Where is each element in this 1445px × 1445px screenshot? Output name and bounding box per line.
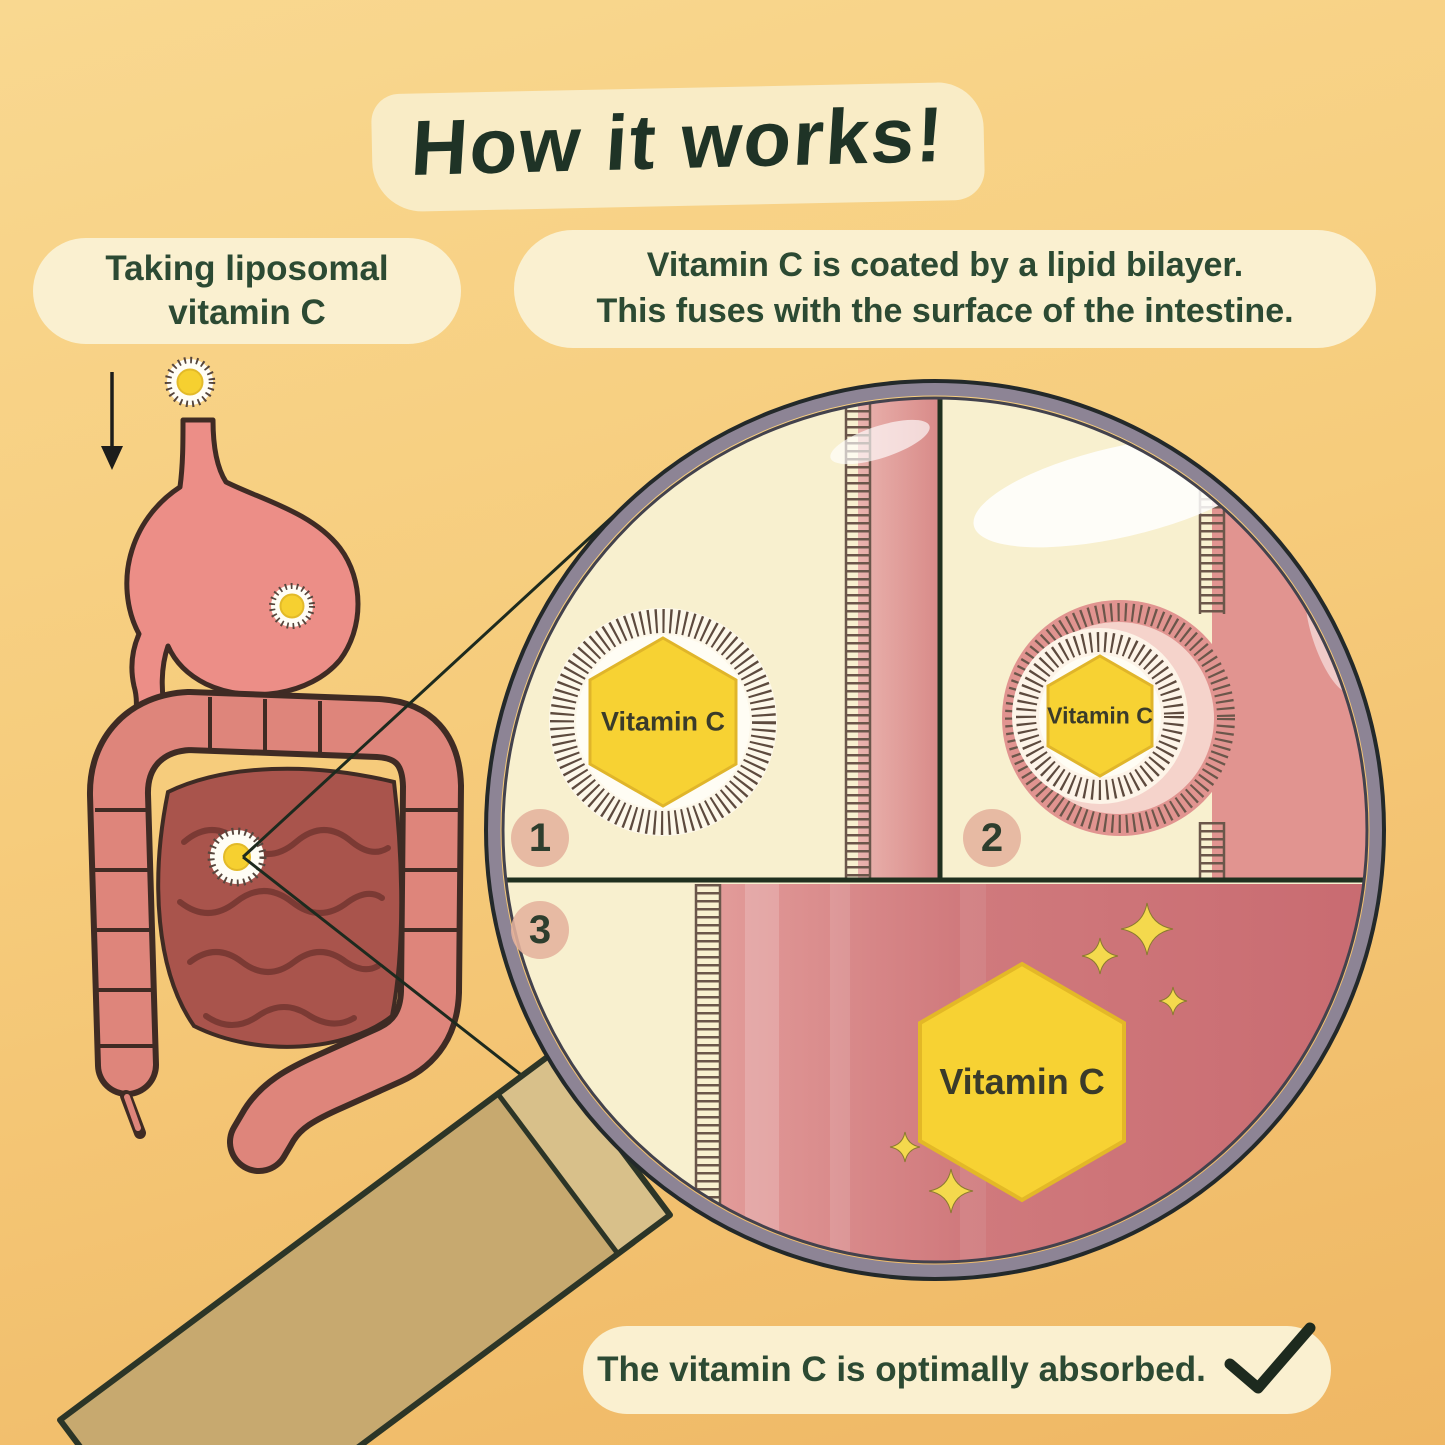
result-text: The vitamin C is optimally absorbed. bbox=[597, 1350, 1206, 1389]
digestive-tract-illustration bbox=[87, 417, 464, 1174]
panel-2-liposome bbox=[1012, 628, 1188, 804]
step1-line1: Taking liposomal bbox=[105, 249, 389, 289]
liposome-icon-free bbox=[164, 356, 216, 408]
step-number-3: 3 bbox=[528, 907, 552, 952]
magnifier-handle bbox=[57, 1052, 673, 1445]
step-number-1: 1 bbox=[528, 815, 552, 860]
panel-3-vitamin-hexagon bbox=[918, 961, 1126, 1203]
stomach-shape bbox=[124, 417, 361, 745]
liposome-icon-stomach bbox=[269, 583, 315, 629]
panel-1-liposome bbox=[549, 608, 777, 836]
down-arrow-icon bbox=[101, 372, 123, 470]
checkmark-icon bbox=[1224, 1322, 1316, 1394]
step1-bubble: Taking liposomal vitamin C bbox=[33, 238, 461, 344]
result-bubble: The vitamin C is optimally absorbed. bbox=[583, 1322, 1331, 1414]
step2-line1: Vitamin C is coated by a lipid bilayer. bbox=[646, 246, 1244, 285]
liposome-icon-intestine bbox=[207, 827, 267, 887]
vitamin-c-label-2: Vitamin C bbox=[1047, 702, 1153, 729]
step-number-2: 2 bbox=[980, 815, 1004, 860]
step-number-badge-1: 1 bbox=[511, 809, 569, 867]
vitamin-c-label-1: Vitamin C bbox=[600, 706, 726, 737]
step-number-badge-2: 2 bbox=[963, 809, 1021, 867]
page-title: How it works! bbox=[408, 89, 948, 193]
magnifier-ring bbox=[484, 379, 1386, 1281]
step-number-badge-3: 3 bbox=[511, 901, 569, 959]
step2-line2: This fuses with the surface of the intes… bbox=[596, 292, 1294, 330]
step1-line2: vitamin C bbox=[168, 293, 326, 332]
vitamin-c-label-3: Vitamin C bbox=[939, 1061, 1105, 1102]
sparkle-icons bbox=[889, 902, 1188, 1214]
step2-bubble: Vitamin C is coated by a lipid bilayer. … bbox=[514, 230, 1376, 348]
